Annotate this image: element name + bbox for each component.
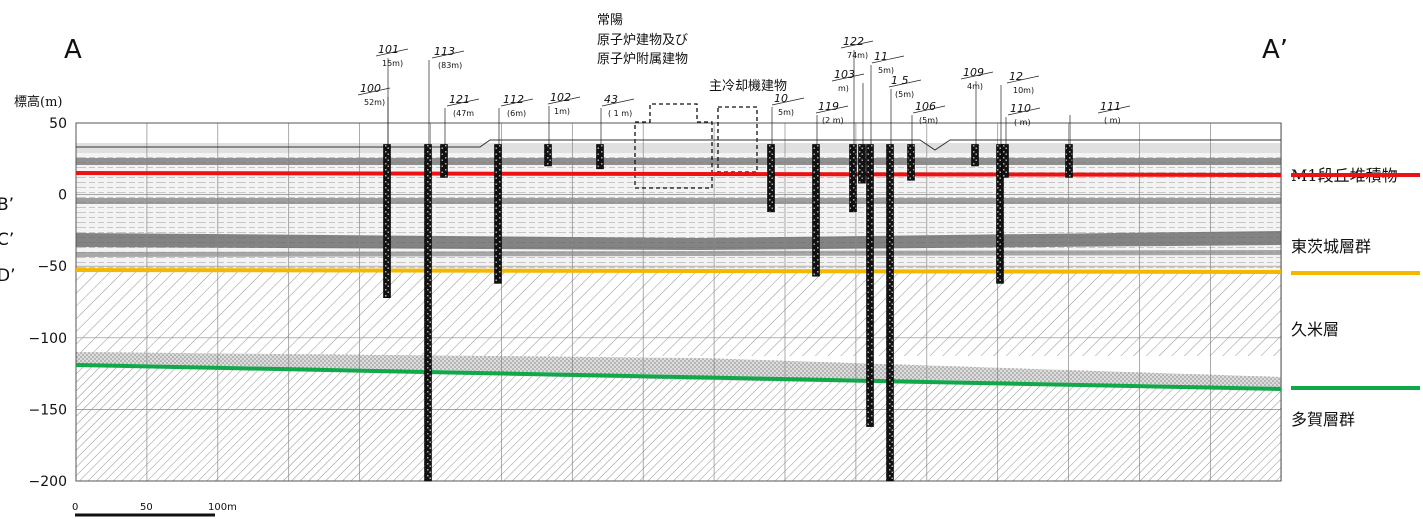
borehole-depth: 52m) [364,98,385,107]
dark-band-4 [76,250,1281,257]
borehole-depth: 15m) [382,59,403,68]
m1-boundary-line [75,171,1282,177]
borehole-column [424,144,432,482]
scale-bar: 0 50 100m [72,502,237,517]
borehole-id: 1 5 [891,74,909,87]
dark-band-3 [76,231,1281,250]
edge-mark-c: C’ [0,230,14,250]
borehole-id: 43 [604,93,618,106]
edge-mark-d: D’ [0,266,16,286]
cooler-building-outline [717,106,758,173]
borehole-column [544,144,552,167]
borehole-column [596,144,604,170]
borehole-column [858,144,866,184]
boreholes: 10115m)10052m)113(83m)121(47m112(6m)1021… [357,35,1131,482]
y-axis: 標高(m) 50 0 −50 −100 −150 −200 [14,94,67,490]
borehole-column [996,144,1004,284]
grid-lines [75,122,1282,482]
borehole-column [383,144,391,299]
scale-label-50: 50 [140,502,153,513]
borehole-id: 109 [963,66,984,79]
borehole-depth: 5m) [878,66,894,75]
y-tick-label: 0 [58,188,67,204]
section-label-left: A [64,35,82,65]
borehole-id: 11 [874,50,888,63]
borehole-column [1065,144,1073,178]
borehole-column [886,144,894,482]
taga-boundary-line [75,363,1282,391]
higashi-ibaraki-boundary-line [75,268,1282,274]
cooler-label: 主冷却機建物 [709,79,787,94]
borehole-column [849,144,857,213]
kume-layer [76,271,1281,356]
borehole-column [907,144,915,181]
reactor-label-3: 原子炉附属建物 [597,52,688,67]
borehole-depth: (83m) [438,61,462,70]
borehole-id: 102 [550,91,571,104]
dark-band-2 [76,198,1281,204]
geology-layers [76,143,1281,481]
borehole-column [440,144,448,178]
borehole-depth: (6m) [507,109,526,118]
reactor-label-2: 原子炉建物及び [597,33,688,48]
borehole-depth: (47m [453,109,474,118]
borehole-depth: (5m) [895,90,914,99]
borehole-id: 113 [434,45,455,58]
borehole-id: 110 [1010,102,1031,115]
legend-taga: 多賀層群 [1291,410,1355,429]
borehole-id: 121 [449,93,470,106]
borehole-id: 100 [360,82,381,95]
borehole-column [971,144,979,167]
ground-surface [76,139,1281,151]
borehole-id: 112 [503,93,524,106]
borehole-depth: 5m) [778,108,794,117]
borehole-depth: 10m) [1013,86,1034,95]
formation-boundaries [75,171,1282,391]
taga-layer [76,366,1281,481]
borehole-depth: ( m) [1104,116,1121,125]
y-tick-label: −100 [29,331,67,347]
y-tick-label: −200 [29,474,67,490]
dark-band-1 [76,158,1281,165]
borehole-id: 10 [774,92,788,105]
formation-legend: M1段丘堆積物 東茨城層群 久米層 多賀層群 [1291,166,1420,429]
borehole-column [1001,144,1009,178]
borehole-id: 103 [834,68,855,81]
legend-higashi-ibaraki: 東茨城層群 [1291,237,1371,256]
borehole-depth: (2 m) [822,116,844,125]
section-label-right: A’ [1262,35,1288,65]
reactor-label-1: 常陽 [597,13,623,28]
borehole-depth: ( m) [1014,118,1031,127]
borehole-depth: m) [838,84,849,93]
borehole-depth: 4m) [967,82,983,91]
borehole-id: 101 [378,43,399,56]
borehole-id: 122 [843,35,864,48]
terrace-band [76,143,1281,153]
scale-label-100: 100m [208,502,237,513]
borehole-depth: ( 1 m) [608,109,632,118]
sand-wedge [76,352,1281,390]
legend-kume: 久米層 [1291,320,1339,339]
borehole-depth: 74m) [847,51,868,60]
y-axis-label: 標高(m) [14,94,62,110]
edge-mark-b: B’ [0,195,14,215]
borehole-column [812,144,820,277]
borehole-id: 106 [915,100,936,113]
y-tick-label: −150 [29,402,67,418]
y-tick-label: 50 [49,116,67,132]
borehole-id: 111 [1100,100,1121,113]
borehole-id: 119 [818,100,839,113]
borehole-column [866,144,874,427]
y-tick-label: −50 [37,259,67,275]
scale-label-0: 0 [72,502,78,513]
borehole-column [494,144,502,284]
borehole-depth: 1m) [554,107,570,116]
borehole-depth: (5m) [919,116,938,125]
reactor-building-outline [634,103,713,189]
borehole-column [767,144,775,213]
borehole-id: 12 [1009,70,1023,83]
